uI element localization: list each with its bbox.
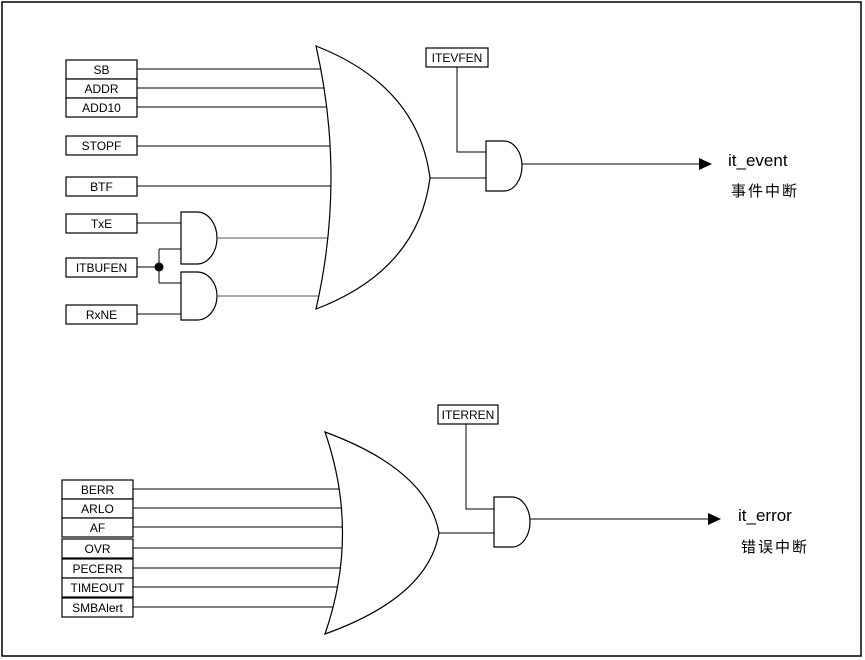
junction-dot	[154, 262, 164, 272]
signal-label: ITEVFEN	[432, 51, 483, 65]
signal-box-rxne: RxNE	[65, 304, 138, 325]
signal-box-pecerr: PECERR	[61, 558, 134, 579]
signal-box-btf: BTF	[65, 176, 138, 197]
signal-label: RxNE	[86, 308, 117, 322]
signal-box-smbalert: SMBAlert	[61, 597, 134, 618]
signal-label: BTF	[90, 180, 113, 194]
signal-box-berr: BERR	[61, 479, 134, 500]
or-gate-error	[324, 430, 440, 635]
signal-box-txe: TxE	[65, 213, 138, 234]
output-label-error: it_error	[738, 506, 792, 525]
wire	[456, 67, 486, 153]
signal-label: AF	[90, 521, 105, 535]
signal-label: TIMEOUT	[71, 581, 126, 595]
output-label-error-cn: 错误中断	[741, 538, 809, 556]
signal-box-add10: ADD10	[65, 97, 138, 118]
signal-label: ARLO	[81, 502, 114, 516]
signal-box-itevfen: ITEVFEN	[425, 47, 489, 68]
signal-label: ITERREN	[442, 408, 495, 422]
signal-label: ITBUFEN	[76, 261, 127, 275]
output-label-event: it_event	[728, 151, 788, 170]
wire	[465, 424, 494, 510]
event-section: SB ADDR ADD10 STOPF BTF TxE ITBUFEN RxN	[65, 45, 799, 325]
signal-label: SMBAlert	[72, 601, 123, 615]
signal-box-iterren: ITERREN	[437, 404, 499, 425]
signal-box-stopf: STOPF	[65, 135, 138, 156]
signal-label: STOPF	[82, 139, 122, 153]
and-gate-error-enable	[493, 496, 531, 548]
and-gate-txe	[180, 211, 218, 265]
signal-box-af: AF	[61, 517, 134, 538]
signal-label: OVR	[84, 542, 110, 556]
signal-box-itbufen: ITBUFEN	[65, 257, 138, 278]
signal-label: PECERR	[72, 562, 122, 576]
signal-label: SB	[93, 63, 109, 77]
signal-label: BERR	[81, 483, 115, 497]
signal-box-addr: ADDR	[65, 78, 138, 99]
signal-label: ADDR	[84, 82, 118, 96]
arrow-head-icon	[699, 158, 712, 170]
signal-box-timeout: TIMEOUT	[61, 577, 134, 598]
signal-label: ADD10	[82, 101, 121, 115]
or-gate-event	[315, 45, 431, 310]
signal-box-sb: SB	[65, 59, 138, 80]
arrow-head-icon	[708, 513, 721, 525]
error-section: BERR ARLO AF OVR PECERR TIMEOUT SMBAlert	[61, 404, 809, 635]
and-gate-rxne	[180, 271, 218, 321]
signal-box-ovr: OVR	[61, 538, 134, 559]
signal-label: TxE	[91, 217, 112, 231]
output-label-event-cn: 事件中断	[731, 182, 799, 200]
and-gate-event-enable	[485, 140, 523, 192]
signal-box-arlo: ARLO	[61, 498, 134, 519]
